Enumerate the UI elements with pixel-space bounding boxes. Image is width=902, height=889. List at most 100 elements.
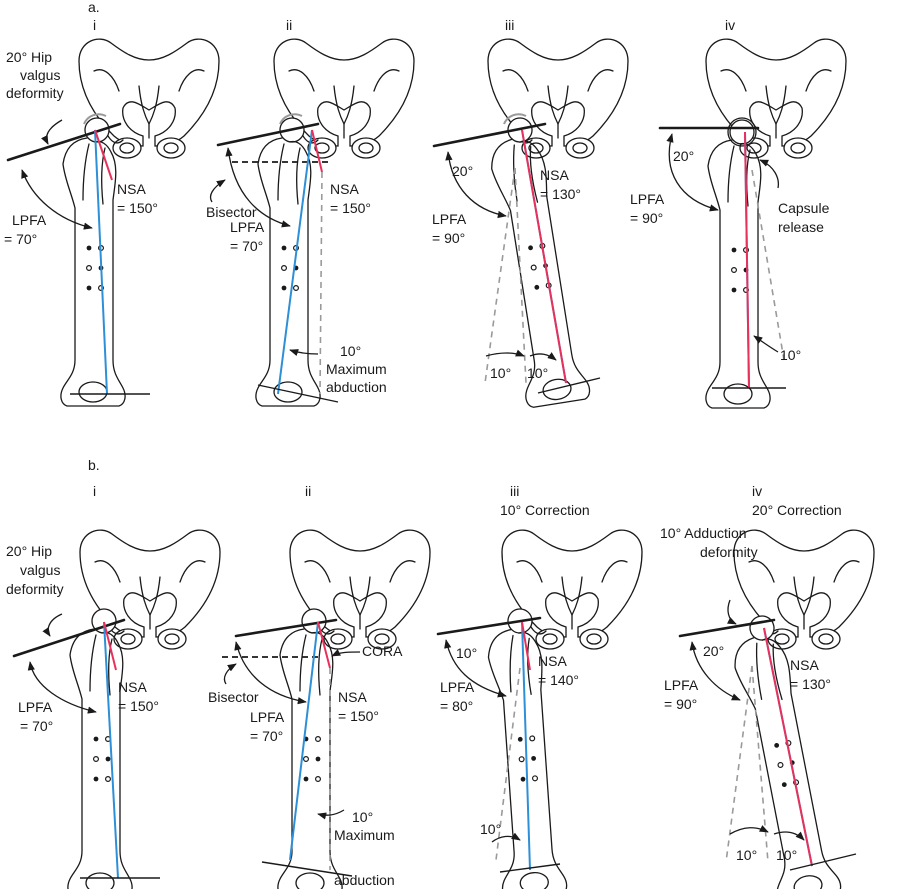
guide-line: [319, 171, 323, 395]
nsa-label: NSA: [330, 181, 359, 197]
lpfa-value: = 80°: [440, 698, 473, 714]
nsa-value: = 150°: [117, 200, 158, 216]
panel-a-i: i 20° Hip valgus deformity NSA = 150° LP…: [4, 17, 220, 407]
nsa-label: NSA: [338, 689, 367, 705]
panel-a-ii-numeral: ii: [286, 17, 292, 33]
bottom-angle: 10°: [480, 821, 501, 837]
panel-b-iii-numeral: iii: [510, 483, 519, 499]
deformity-label-1: 20° Hip: [6, 543, 52, 559]
bottom-arc: [491, 832, 521, 843]
neck-axis: [94, 129, 113, 181]
cora-arrow: [331, 649, 361, 657]
lpfa-arc: [445, 151, 507, 219]
lpfa-label: LPFA: [230, 219, 265, 235]
nsa-value: = 140°: [538, 672, 579, 688]
guide-line: [751, 169, 785, 361]
angle-label: 20°: [452, 163, 473, 179]
lpfa-value: = 90°: [630, 210, 663, 226]
deformity-arrow: [42, 613, 63, 637]
deformity-label-2: valgus: [20, 562, 60, 578]
lpfa-label: LPFA: [664, 677, 699, 693]
panel-b-ii-numeral: ii: [305, 483, 311, 499]
bottom-angle-left: 10°: [490, 365, 511, 381]
ground-line: [261, 861, 353, 877]
deformity-label-1: 10° Adduction: [660, 525, 747, 541]
femur: [60, 117, 126, 407]
nsa-value: = 150°: [338, 708, 379, 724]
panel-a-iii-numeral: iii: [505, 17, 514, 33]
mechanical-axis: [103, 621, 119, 879]
angle-label: 20°: [673, 148, 694, 164]
lpfa-label: LPFA: [432, 211, 467, 227]
nsa-value: = 130°: [790, 676, 831, 692]
lpfa-value: = 70°: [230, 238, 263, 254]
ground-line: [257, 384, 339, 403]
deformity-label-1: 20° Hip: [6, 49, 52, 65]
panel-a-label: a.: [88, 0, 100, 15]
panel-b-iv-numeral: iv: [752, 483, 762, 499]
bottom-arc: [753, 335, 779, 353]
lpfa-value: = 90°: [664, 696, 697, 712]
abduction-label-2: abduction: [326, 379, 387, 395]
reference-line: [678, 618, 776, 638]
lpfa-arc: [27, 661, 97, 714]
panel-b-i: i 20° Hip valgus deformity NSA = 150° LP…: [6, 483, 221, 889]
pelvis: [705, 38, 847, 159]
angle-label: 20°: [703, 643, 724, 659]
nsa-label: NSA: [117, 181, 146, 197]
deformity-arrow: [41, 119, 63, 145]
panel-b-iv-title: 20° Correction: [752, 502, 842, 518]
bottom-angle-left: 10°: [736, 847, 757, 863]
bisector-label: Bisector: [206, 204, 257, 220]
lpfa-value: = 70°: [20, 718, 53, 734]
femur: [705, 119, 771, 409]
neck-axis: [317, 621, 331, 669]
reference-line: [234, 618, 338, 638]
ground-line: [499, 863, 561, 873]
nsa-value: = 150°: [118, 698, 159, 714]
lpfa-arc: [21, 169, 93, 230]
lpfa-value: = 70°: [250, 728, 283, 744]
neck-axis: [763, 627, 813, 867]
acetabulum-arc: [279, 113, 303, 125]
neck-axis: [521, 621, 531, 671]
capsule-label-2: release: [778, 219, 824, 235]
abduction-label-1: Maximum: [326, 361, 387, 377]
mechanical-axis: [94, 129, 108, 395]
angle-label: 10°: [456, 645, 477, 661]
ground-line: [789, 853, 857, 871]
abduction-angle: 10°: [352, 809, 373, 825]
nsa-value: = 150°: [330, 200, 371, 216]
bottom-arc-right: [773, 831, 805, 841]
lpfa-arc: [234, 641, 307, 705]
bottom-angle-right: 10°: [776, 847, 797, 863]
panel-a-i-numeral: i: [93, 17, 96, 33]
abduction-arrow: [317, 809, 345, 820]
deformity-label-2: valgus: [20, 67, 60, 83]
femur: [277, 608, 343, 889]
cora-label: CORA: [362, 643, 403, 659]
panel-b-ii: ii Bisector CORA NSA = 150° LPFA = 70° 1…: [208, 483, 431, 889]
nsa-label: NSA: [118, 679, 147, 695]
panel-b-iii-title: 10° Correction: [500, 502, 590, 518]
nsa-label: NSA: [540, 167, 569, 183]
neck-axis: [311, 129, 323, 173]
lpfa-arc: [444, 639, 507, 698]
bisector-arrow: [223, 663, 237, 685]
deformity-arrow: [727, 599, 737, 625]
nsa-label: NSA: [790, 657, 819, 673]
neck-axis: [521, 129, 567, 384]
abduction-label-1: Maximum: [334, 827, 395, 843]
lpfa-label: LPFA: [250, 709, 285, 725]
deformity-label-2: deformity: [700, 544, 758, 560]
bottom-angle: 10°: [780, 347, 801, 363]
ground-line: [537, 377, 601, 394]
bisector-label: Bisector: [208, 689, 259, 705]
panel-b-label: b.: [88, 457, 100, 473]
panel-b-i-numeral: i: [93, 483, 96, 499]
bisector-arrow: [209, 179, 226, 203]
bottom-angle-right: 10°: [527, 365, 548, 381]
lpfa-label: LPFA: [12, 212, 47, 228]
mechanical-axis: [521, 621, 531, 871]
